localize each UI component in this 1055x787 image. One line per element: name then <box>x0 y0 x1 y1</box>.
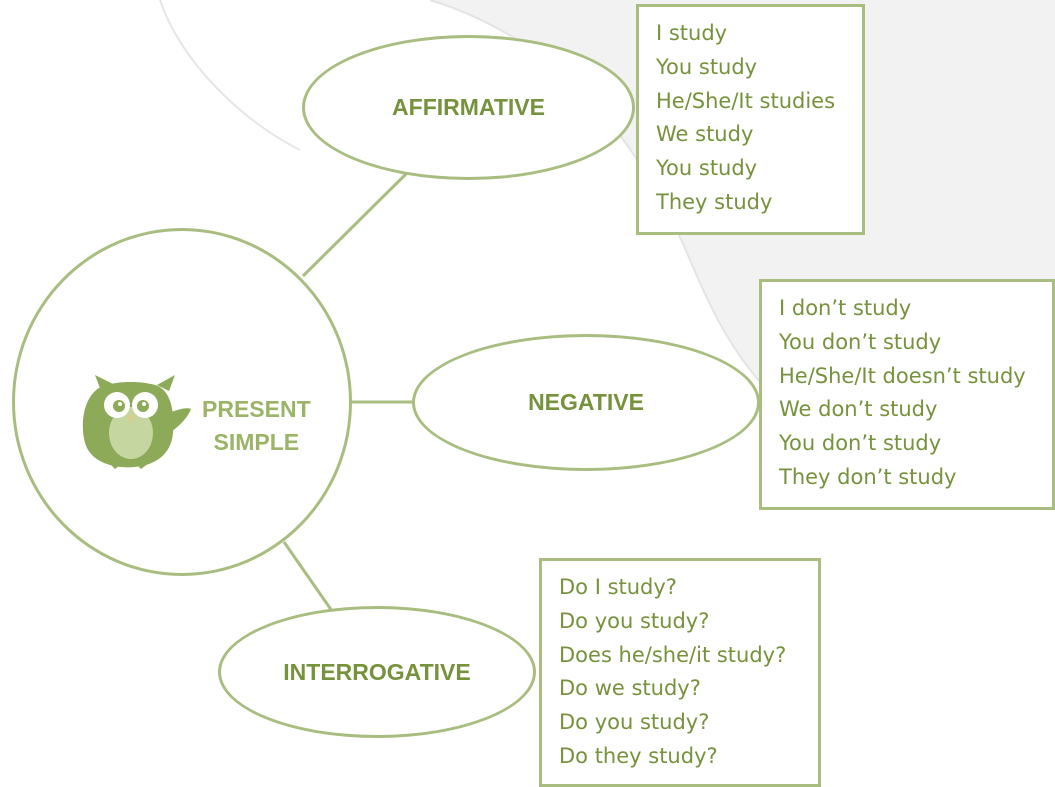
interrogative-line: Do you study? <box>559 608 710 633</box>
interrogative-line: Do they study? <box>559 743 718 768</box>
ellipse-negative: NEGATIVE <box>412 334 760 471</box>
center-title-line2: SIMPLE <box>213 429 300 455</box>
interrogative-label: INTERROGATIVE <box>283 658 471 685</box>
center-node-present-simple: PRESENT SIMPLE <box>12 228 352 576</box>
affirmative-line: He/She/It studies <box>656 88 836 113</box>
negative-line: He/She/It doesn’t study <box>779 363 1026 388</box>
affirmative-line: You study <box>656 54 758 79</box>
box-negative: I don’t study You don’t study He/She/It … <box>759 279 1055 510</box>
interrogative-line: Do we study? <box>559 676 701 701</box>
center-title: PRESENT SIMPLE <box>202 393 311 459</box>
connector-interrogative <box>282 541 334 612</box>
negative-label: NEGATIVE <box>528 389 644 415</box>
affirmative-label: AFFIRMATIVE <box>392 94 545 120</box>
affirmative-line: I study <box>656 21 728 45</box>
interrogative-line: Do I study? <box>559 575 677 599</box>
negative-line: I don’t study <box>779 296 912 320</box>
negative-line: We don’t study <box>779 397 938 422</box>
affirmative-line: They study <box>656 189 773 214</box>
ellipse-interrogative: INTERROGATIVE <box>218 606 536 738</box>
connector-affirmative <box>301 172 408 278</box>
affirmative-line: We study <box>656 122 754 147</box>
owl-icon <box>82 375 191 469</box>
negative-line: You don’t study <box>779 329 942 354</box>
interrogative-line: Do you study? <box>559 710 710 735</box>
affirmative-line: You study <box>656 156 758 181</box>
ellipse-affirmative: AFFIRMATIVE <box>302 35 635 180</box>
negative-line: You don’t study <box>779 431 942 456</box>
negative-line: They don’t study <box>779 464 957 489</box>
box-interrogative: Do I study? Do you study? Does he/she/it… <box>539 558 821 787</box>
center-title-line1: PRESENT <box>202 396 311 422</box>
box-affirmative: I study You study He/She/It studies We s… <box>636 4 865 235</box>
interrogative-line: Does he/she/it study? <box>559 642 787 667</box>
